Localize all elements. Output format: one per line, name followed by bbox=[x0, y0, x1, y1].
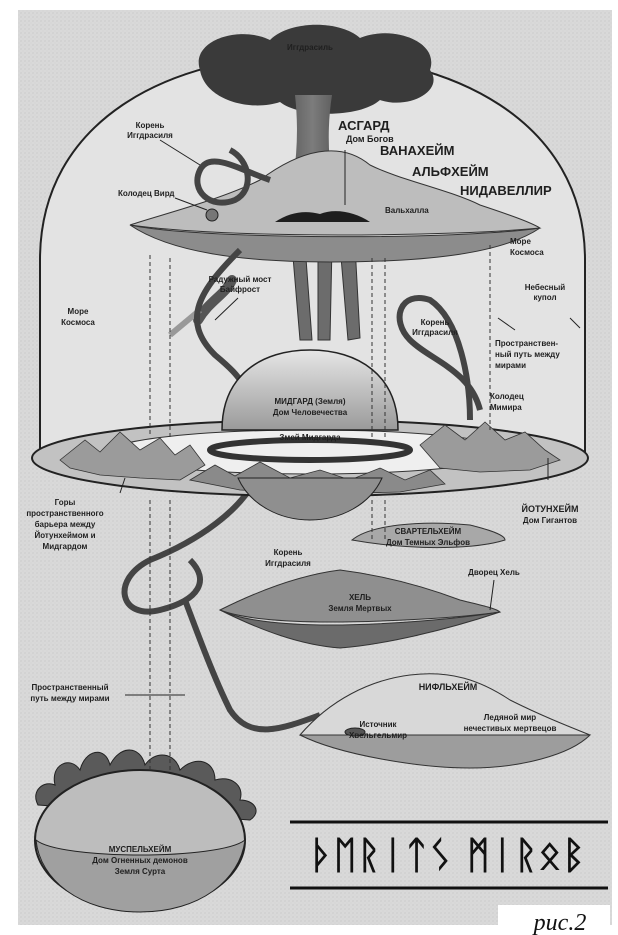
label-bifrost-1: Радужный мост bbox=[209, 275, 272, 284]
label-root-mid-1: Корень bbox=[421, 318, 450, 327]
label-yggdrasil: Иггдрасиль bbox=[287, 43, 333, 52]
label-path-right-2: ный путь между bbox=[495, 350, 560, 359]
label-hel-palace: Дворец Хель bbox=[468, 568, 520, 577]
figure-caption: рис.2 bbox=[532, 910, 587, 935]
label-dome-2: купол bbox=[533, 293, 556, 302]
label-mountains-3: барьера между bbox=[35, 520, 96, 529]
label-jotunheim: ЙОТУНХЕЙМ bbox=[521, 503, 578, 514]
label-well-mimir-2: Мимира bbox=[490, 403, 522, 412]
label-path-right-3: мирами bbox=[495, 361, 526, 370]
label-root-low-1: Корень bbox=[274, 548, 303, 557]
label-mountains-4: Йотунхеймом и bbox=[34, 531, 95, 540]
label-path-right-1: Пространствен- bbox=[495, 339, 558, 348]
label-path-left-2: путь между мирами bbox=[30, 694, 109, 703]
label-valhalla: Вальхалла bbox=[385, 206, 429, 215]
title-nine-worlds: ᚦᛖᚱᛁᛏᛊ ᛗᛁᚱᛟᛒ bbox=[310, 833, 586, 877]
label-vanaheim: ВАНАХЕЙМ bbox=[380, 143, 454, 158]
label-sea-left-1: Море bbox=[68, 307, 89, 316]
label-asgard: АСГАРД bbox=[338, 118, 390, 133]
label-alfheim: АЛЬФХЕЙМ bbox=[412, 164, 489, 179]
label-ice-world-2: нечестивых мертвецов bbox=[464, 724, 557, 733]
label-root-low-2: Иггдрасиля bbox=[265, 559, 311, 568]
label-nidavellir: НИДАВЕЛЛИР bbox=[460, 183, 552, 198]
label-sea-left-2: Космоса bbox=[61, 318, 95, 327]
label-muspelheim: МУСПЕЛЬХЕЙМ bbox=[109, 845, 172, 854]
label-sea-right-1: Море bbox=[510, 237, 531, 246]
label-hel-sub: Земля Мертвых bbox=[328, 604, 392, 613]
label-path-left-1: Пространственный bbox=[32, 683, 109, 692]
label-well-urd: Колодец Вирд bbox=[118, 189, 174, 198]
label-svartalfheim: СВАРТЕЛЬХЕЙМ bbox=[395, 527, 462, 536]
label-spring-1: Источник bbox=[359, 720, 397, 729]
label-dome-1: Небесный bbox=[525, 283, 566, 292]
label-root-mid-2: Иггдрасиля bbox=[412, 328, 458, 337]
label-hel: ХЕЛЬ bbox=[349, 593, 371, 602]
label-well-mimir-1: Колодец bbox=[490, 392, 524, 401]
label-sea-right-2: Космоса bbox=[510, 248, 544, 257]
label-jotunheim-sub: Дом Гигантов bbox=[523, 516, 577, 525]
label-mountains-1: Горы bbox=[55, 498, 76, 507]
label-spring-2: Хвельгельмир bbox=[349, 731, 407, 740]
label-mountains-2: пространственного bbox=[26, 509, 103, 518]
label-mountains-5: Мидгардом bbox=[43, 542, 88, 551]
label-root-top-2: Иггдрасиля bbox=[127, 131, 173, 140]
label-muspelheim-sub-2: Земля Сурта bbox=[115, 867, 166, 876]
label-muspelheim-sub-1: Дом Огненных демонов bbox=[92, 856, 188, 865]
label-bifrost-2: Байфрост bbox=[220, 285, 260, 294]
label-midgard: МИДГАРД (Земля) bbox=[274, 397, 345, 406]
label-serpent: Змей Мидгарда bbox=[279, 433, 341, 442]
label-niflheim: НИФЛЬХЕЙМ bbox=[419, 681, 478, 692]
label-midgard-sub: Дом Человечества bbox=[273, 408, 348, 417]
label-svartalfheim-sub: Дом Темных Эльфов bbox=[386, 538, 470, 547]
label-ice-world-1: Ледяной мир bbox=[484, 713, 537, 722]
label-root-top-1: Корень bbox=[136, 121, 165, 130]
